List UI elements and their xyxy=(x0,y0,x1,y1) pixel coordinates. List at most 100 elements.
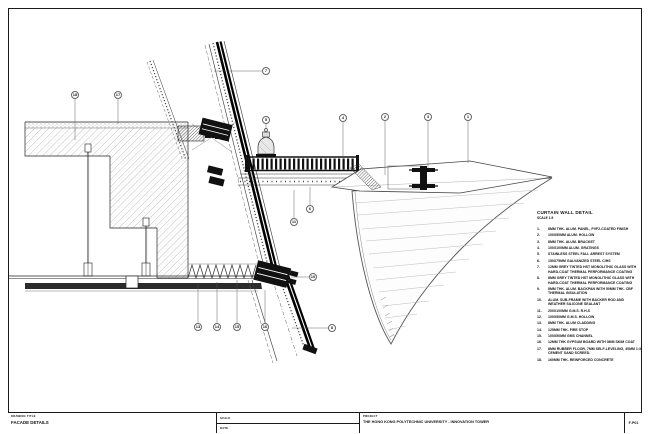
note-number: 12. xyxy=(537,314,542,319)
note-text: STAINLESS STEEL FALL ARREST SYSTEM xyxy=(548,252,620,257)
note-number: 13. xyxy=(537,321,542,326)
note-number: 17. xyxy=(537,346,542,351)
ceiling-assembly xyxy=(8,275,262,292)
scale-label: SCALE xyxy=(220,415,231,420)
mullion-clips xyxy=(206,165,225,187)
note-item: 18. 160MM THK. REINFORCED CONCRETE xyxy=(537,358,647,363)
note-item: 10. ALUM. SUB-FRAME WITH BACKER ROD AND W… xyxy=(537,298,647,307)
callout-13: 13 xyxy=(194,323,202,331)
note-item: 2. 100X50MM ALUM. HOLLOW xyxy=(537,233,647,238)
note-item: 9. 8MM THK. ALUM. BACKPAN WITH 50MM THK. … xyxy=(537,287,647,296)
note-number: 10. xyxy=(537,297,542,302)
project-label: PROJECT xyxy=(363,414,378,418)
note-number: 15. xyxy=(537,334,542,338)
note-text: 100X100MM ALUM. GRATINGS xyxy=(548,246,599,251)
drawing-title-label: DRAWING TITLE xyxy=(11,414,36,418)
note-item: 4. 100X100MM ALUM. GRATINGS xyxy=(537,246,647,251)
note-number: 6. xyxy=(537,258,540,263)
note-text: 8MM THK. ALUM. BACKPAN WITH 50MM THK. CB… xyxy=(548,286,633,296)
note-text: 12MM THK GYPSUM BOARD WITH 3MM SKIM COAT xyxy=(548,340,635,345)
note-item: 17.8MM RUBBER FLOOR, 7MM SELF-LEVELING, … xyxy=(537,347,647,356)
note-item: 6. 150X75MM GALVANIZED STEEL C/HS xyxy=(537,259,647,264)
note-number: 3. xyxy=(537,239,540,244)
note-item: 15. 100X50MM GMS CHANNEL xyxy=(537,334,647,339)
callout-1: 1 xyxy=(464,113,472,121)
note-text: 100X50MM GMS CHANNEL xyxy=(548,334,593,338)
transom-bracket-ceiling xyxy=(253,260,299,288)
callout-14: 14 xyxy=(213,323,221,331)
title-block-sheet-number-cell: F-P01 xyxy=(625,413,642,433)
leader-lines xyxy=(74,70,469,329)
note-number: 18. xyxy=(537,357,542,362)
project-name: THE HONG KONG POLYTECHNIC UNIVERSITY - I… xyxy=(363,419,489,424)
note-text: 150X75MM GALVANIZED STEEL C/HS xyxy=(548,258,611,263)
fin-section xyxy=(351,177,553,345)
fin-bracket xyxy=(409,166,438,190)
note-text: 8MM THK. ALUM. PANEL, PVF2-COATED FINISH xyxy=(548,227,629,231)
callout-18: 18 xyxy=(71,91,79,99)
note-number: 8. xyxy=(537,275,540,280)
note-item: 13. 8MM THK. ALUM CLADDING xyxy=(537,321,647,326)
callout-2: 2 xyxy=(381,113,389,121)
callout-3: 3 xyxy=(424,113,432,121)
note-text: 200X100MM G.M.S. R.H.S xyxy=(548,308,591,313)
upper-glass-pane xyxy=(146,59,190,162)
note-number: 9. xyxy=(537,286,540,291)
callout-17: 17 xyxy=(114,91,122,99)
title-block: DRAWING TITLE FACADE DETAILS SCALE DATE … xyxy=(8,412,642,433)
note-number: 2. xyxy=(537,233,540,238)
notes-list: 1. 8MM THK. ALUM. PANEL, PVF2-COATED FINI… xyxy=(537,227,647,362)
notes-title: CURTAIN WALL DETAIL xyxy=(537,210,593,215)
notes-subtitle: SCALE 1:5 xyxy=(537,216,554,220)
concrete-structure xyxy=(24,121,189,279)
curtain-wall-mullion-lower xyxy=(247,276,318,364)
note-item: 14.125MM THK. FIRE STOP xyxy=(537,328,647,333)
callout-5: 5 xyxy=(262,116,270,124)
note-item: 12. 100X50MM G.M.S. HOLLOW xyxy=(537,315,647,320)
note-text: 8MM GREY TINTED HST MONOLITHIC GLASS WIT… xyxy=(548,275,635,285)
callout-6: 6 xyxy=(306,205,314,213)
note-text: 160MM THK. REINFORCED CONCRETE xyxy=(548,357,614,362)
notes-panel: CURTAIN WALL DETAIL SCALE 1:5 1. 8MM THK.… xyxy=(537,210,647,364)
note-number: 16. xyxy=(537,340,542,345)
transom-bracket-slab xyxy=(198,117,233,142)
note-item: 11. 200X100MM G.M.S. R.H.S xyxy=(537,309,647,314)
note-number: 7. xyxy=(537,265,540,270)
note-text: 100X50MM G.M.S. HOLLOW xyxy=(548,314,595,319)
callout-15: 15 xyxy=(233,323,241,331)
callout-8: 8 xyxy=(328,324,336,332)
callout-7: 7 xyxy=(262,67,270,75)
callout-10: 10 xyxy=(309,273,317,281)
callout-16: 16 xyxy=(261,323,269,331)
drawing-title-value: FACADE DETAILS xyxy=(11,419,49,425)
note-number: 1. xyxy=(537,227,540,231)
ceiling-hanger-rods xyxy=(83,143,151,277)
note-item: 5.STAINLESS STEEL FALL ARREST SYSTEM xyxy=(537,252,647,257)
fall-arrest-anchor xyxy=(256,128,276,157)
note-number: 11. xyxy=(537,308,542,313)
note-text: 100X50MM ALUM. HOLLOW xyxy=(548,233,595,238)
sheet-number: F-P01 xyxy=(628,421,639,425)
title-block-project-cell: PROJECT THE HONG KONG POLYTECHNIC UNIVER… xyxy=(360,413,625,433)
note-item: 1. 8MM THK. ALUM. PANEL, PVF2-COATED FINI… xyxy=(537,227,647,232)
note-text: 8MM THK. ALUM. BRACKET xyxy=(548,239,595,244)
fin-cap xyxy=(330,160,553,194)
note-item: 7. 12MM GREY TINTED HST MONOLITHIC GLASS … xyxy=(537,265,647,274)
note-number: 14. xyxy=(537,327,542,332)
callout-11: 11 xyxy=(290,218,298,226)
fire-stop-insulation xyxy=(187,263,257,280)
note-text: 12MM GREY TINTED HST MONOLITHIC GLASS WI… xyxy=(548,265,637,274)
note-item: 16. 12MM THK GYPSUM BOARD WITH 3MM SKIM C… xyxy=(537,340,647,345)
note-number: 4. xyxy=(537,246,540,251)
note-item: 8. 8MM GREY TINTED HST MONOLITHIC GLASS W… xyxy=(537,276,647,285)
note-text: 8MM THK. ALUM CLADDING xyxy=(548,321,596,326)
title-block-scale-date-cell: SCALE DATE xyxy=(217,413,360,433)
note-text: ALUM. SUB-FRAME WITH BACKER ROD AND WEAT… xyxy=(548,297,625,307)
date-label: DATE xyxy=(220,426,229,431)
note-item: 3. 8MM THK. ALUM. BRACKET xyxy=(537,240,647,245)
callout-4: 4 xyxy=(339,114,347,122)
title-block-drawing-title-cell: DRAWING TITLE FACADE DETAILS xyxy=(8,413,217,433)
